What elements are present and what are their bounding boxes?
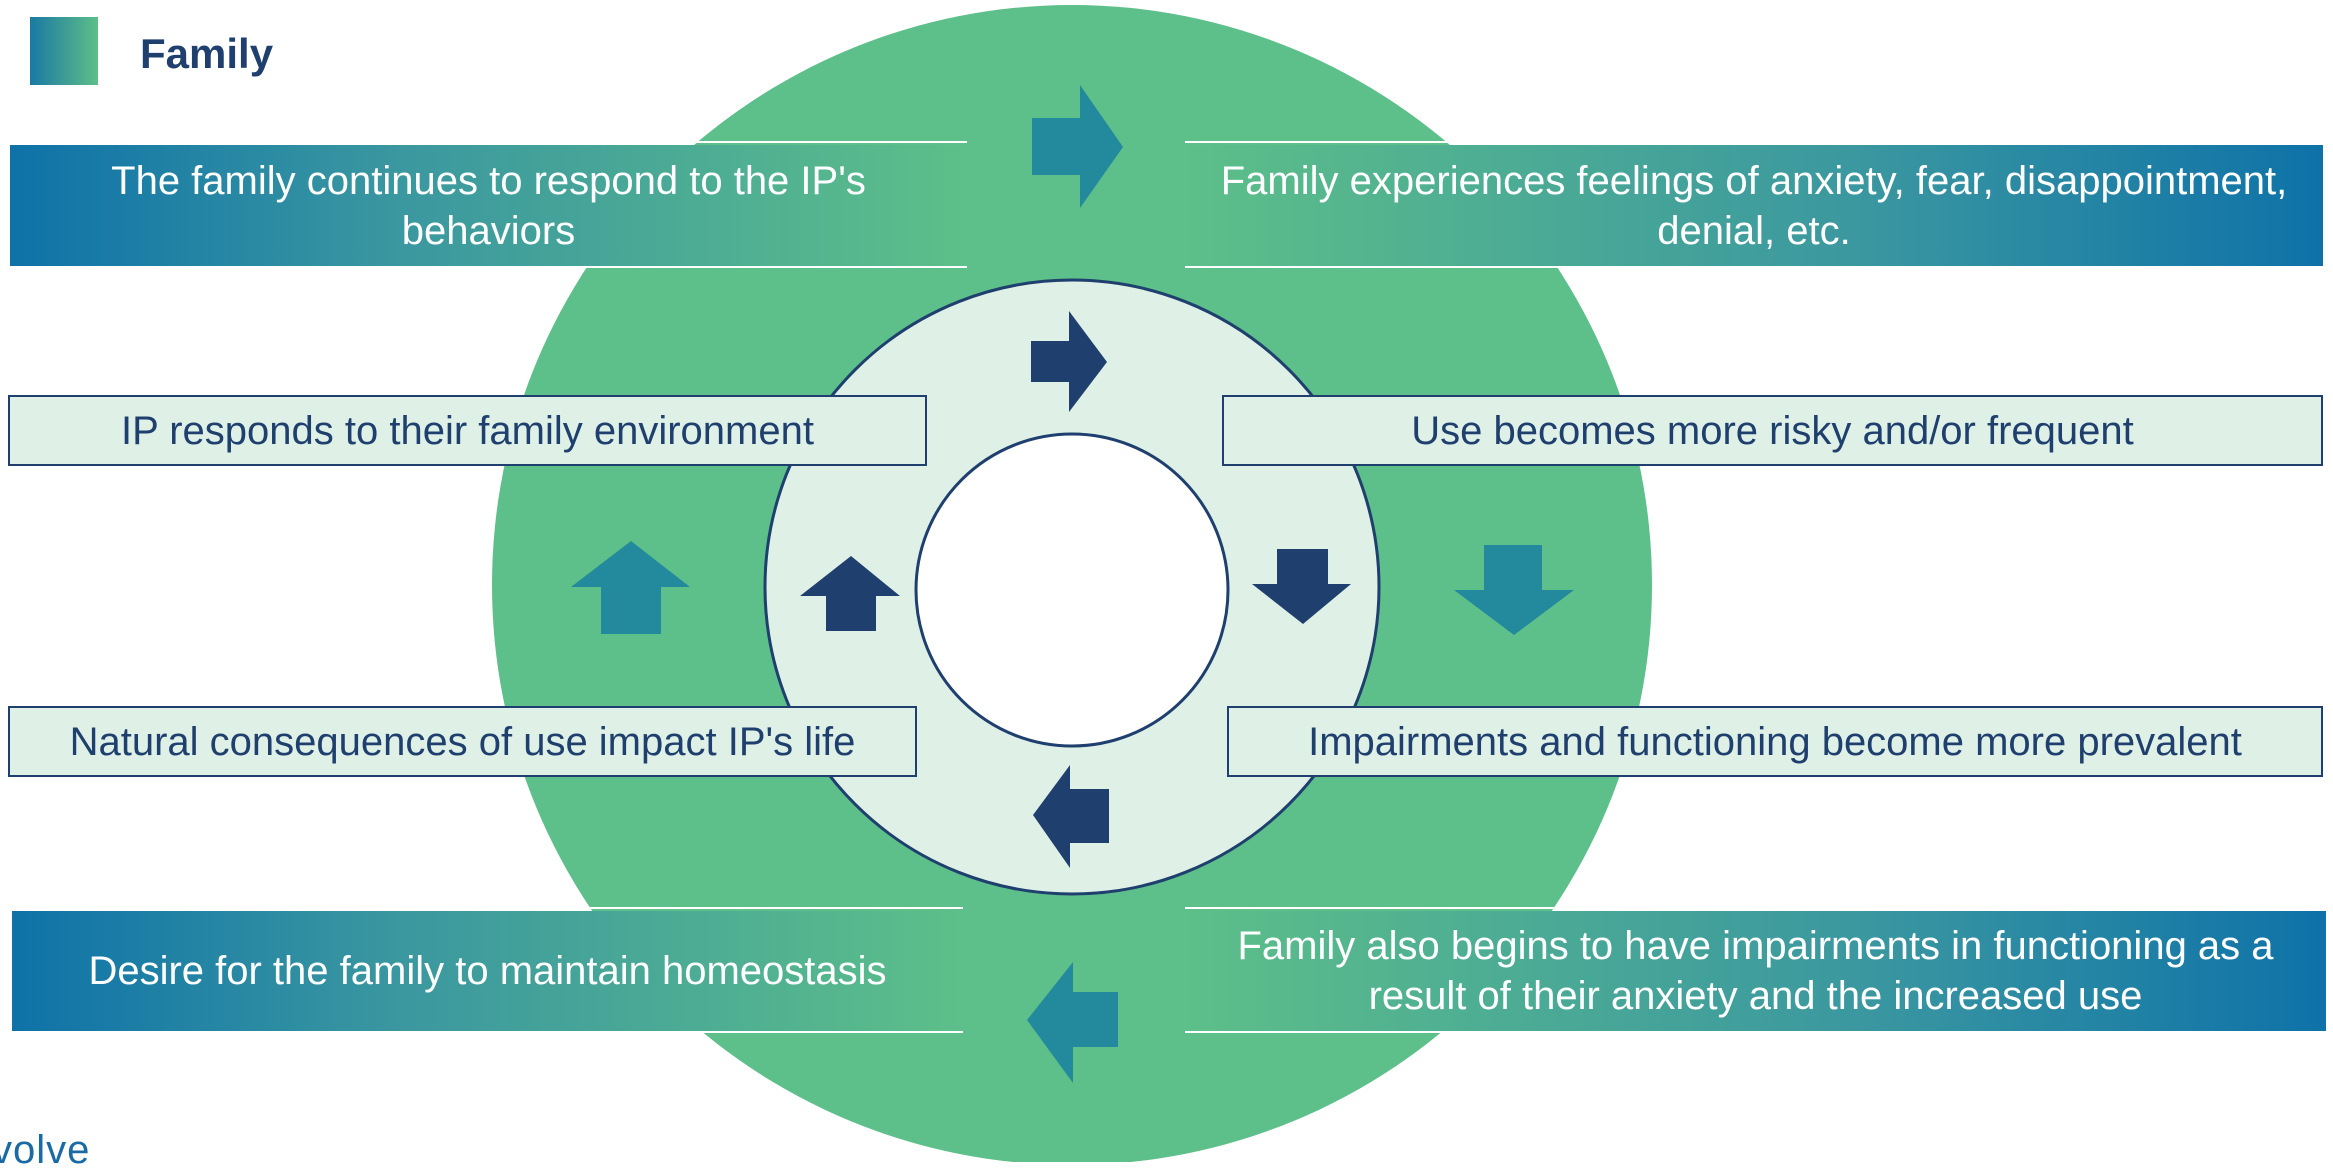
outer-arrow-right-icon bbox=[1032, 85, 1123, 208]
outer-right-top-text: Family experiences feelings of anxiety, … bbox=[1220, 158, 2288, 253]
divider-line bbox=[12, 1031, 963, 1033]
inner-right-top-box: Use becomes more risky and/or frequent bbox=[1222, 395, 2323, 466]
inner-arrow-right-icon bbox=[1031, 311, 1107, 412]
inner-right-top-text: Use becomes more risky and/or frequent bbox=[1411, 408, 2134, 453]
inner-right-bottom-text: Impairments and functioning become more … bbox=[1308, 719, 2242, 764]
outer-left-top-box: The family continues to respond to the I… bbox=[10, 145, 967, 266]
legend-swatch bbox=[30, 17, 98, 85]
center-circle bbox=[914, 432, 1230, 748]
inner-left-top-box: IP responds to their family environment bbox=[8, 395, 927, 466]
outer-left-top-text: The family continues to respond to the I… bbox=[111, 158, 866, 253]
outer-right-bottom-box: Family also begins to have impairments i… bbox=[1185, 911, 2326, 1031]
outer-right-bottom-text: Family also begins to have impairments i… bbox=[1237, 924, 2274, 1018]
divider-line bbox=[1185, 266, 2323, 268]
divider-line bbox=[12, 907, 963, 909]
divider-line bbox=[1185, 907, 2326, 909]
divider-line bbox=[1185, 141, 2323, 143]
divider-line bbox=[10, 141, 967, 143]
inner-arrow-down-icon bbox=[1252, 549, 1351, 624]
inner-left-bottom-text: Natural consequences of use impact IP's … bbox=[69, 719, 856, 764]
footer-brand-text: volve bbox=[0, 1128, 91, 1172]
outer-arrow-left-icon bbox=[1027, 962, 1118, 1083]
inner-left-top-text: IP responds to their family environment bbox=[121, 408, 814, 453]
outer-left-bottom-box: Desire for the family to maintain homeos… bbox=[12, 911, 963, 1031]
divider-line bbox=[10, 266, 967, 268]
inner-right-bottom-box: Impairments and functioning become more … bbox=[1227, 706, 2323, 777]
outer-arrow-down-icon bbox=[1454, 545, 1574, 635]
inner-arrow-left-icon bbox=[1033, 765, 1109, 868]
outer-arrow-up-icon bbox=[571, 541, 690, 634]
legend-label: Family bbox=[140, 30, 274, 77]
divider-line bbox=[1185, 1031, 2326, 1033]
outer-right-top-box: Family experiences feelings of anxiety, … bbox=[1185, 145, 2323, 266]
outer-left-bottom-text: Desire for the family to maintain homeos… bbox=[88, 949, 887, 993]
inner-left-bottom-box: Natural consequences of use impact IP's … bbox=[8, 706, 917, 777]
inner-arrow-up-icon bbox=[800, 556, 900, 631]
